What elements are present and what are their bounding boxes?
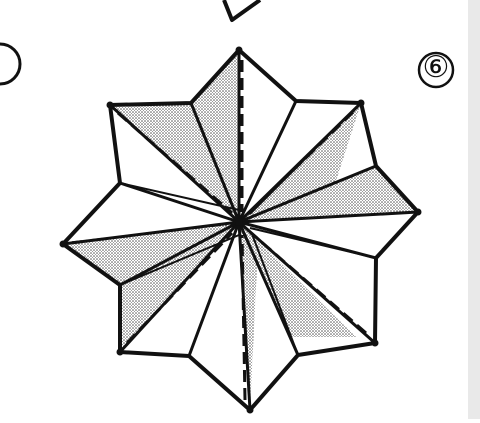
crease-lines [119, 102, 377, 356]
vertex-dots [59, 46, 422, 414]
previous-step-circle-fragment [0, 42, 22, 86]
page-edge-strip [468, 0, 480, 419]
dash-dot-fold-lines [71, 211, 411, 243]
step-number-circle [417, 51, 455, 89]
previous-arrow-fragment [222, 0, 262, 22]
dashed-fold-lines [117, 60, 367, 401]
step-number: ⑥ [422, 50, 450, 85]
